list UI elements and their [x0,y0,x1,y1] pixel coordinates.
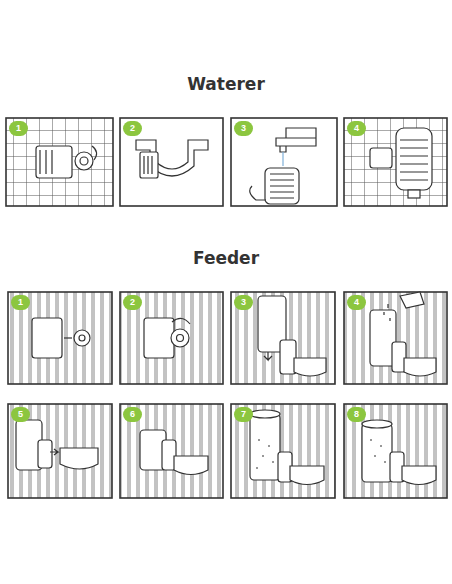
step-number: 1 [9,121,28,136]
step-number: 2 [123,121,142,136]
step-number: 4 [347,295,366,310]
step-number: 2 [123,295,142,310]
step-number: 3 [234,121,253,136]
step-number: 7 [234,407,253,422]
step-number: 3 [234,295,253,310]
step-number: 1 [11,295,30,310]
step-number: 8 [347,407,366,422]
section-heading: Waterer [187,76,265,93]
step-number: 6 [123,407,142,422]
step-number: 4 [347,121,366,136]
section-heading: Feeder [193,250,259,267]
step-number: 5 [11,407,30,422]
